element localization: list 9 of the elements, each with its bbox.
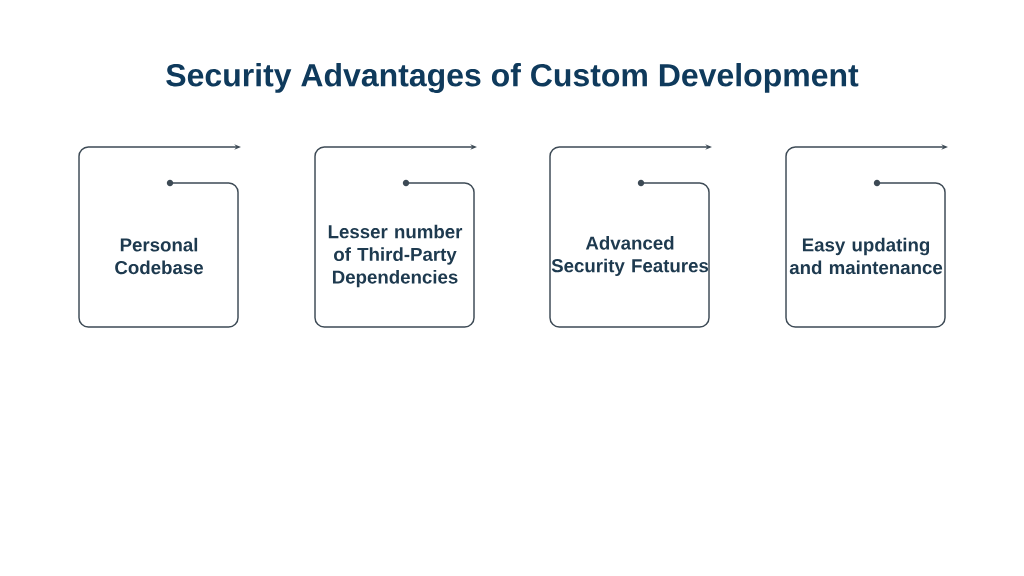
node-label: Easy updating and maintenance xyxy=(789,237,943,275)
arrow-frame-box: Lesser number of Third-Party Dependencies xyxy=(314,144,477,328)
arrow-frame-box: Personal Codebase xyxy=(78,144,241,328)
node-label: Advanced Security Features xyxy=(551,235,709,277)
arrow-frame-box: Advanced Security Features xyxy=(549,144,712,328)
title: Security Advantages of Custom Development xyxy=(166,63,859,93)
node-label: Personal Codebase xyxy=(115,237,203,275)
arrow-frame-box: Easy updating and maintenance xyxy=(785,144,948,328)
node-label: Lesser number of Third-Party Dependencies xyxy=(328,224,463,288)
